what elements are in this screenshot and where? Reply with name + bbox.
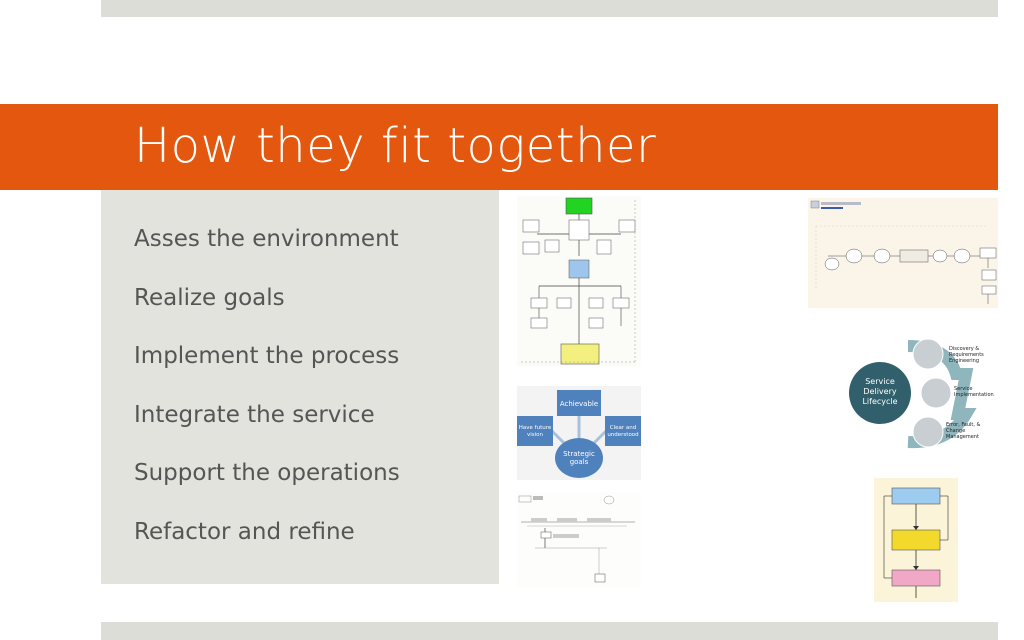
top-band (101, 0, 998, 17)
lifecycle-item-label: Change (946, 428, 965, 434)
title-bar (0, 104, 998, 190)
bottom-band (101, 622, 998, 640)
strategic-goals-label: goals (570, 458, 589, 466)
bullet-item: Realize goals (134, 285, 285, 311)
service-lifecycle-diagram: Service Delivery Lifecycle Discovery & R… (848, 334, 1004, 452)
lifecycle-item-label: Discovery & (949, 346, 979, 352)
goal-achievable-label: Achievable (560, 400, 598, 408)
lifecycle-center-label: Delivery (863, 387, 896, 396)
goal-clear-label: Clear and (610, 425, 636, 431)
lifecycle-item-label: Engineering (949, 358, 979, 364)
bullet-item: Support the operations (134, 460, 400, 486)
bullet-panel: Asses the environment Realize goals Impl… (101, 190, 499, 584)
slide-title: How they fit together (134, 118, 657, 174)
lifecycle-item-label: Error, Fault, & (946, 422, 981, 428)
strategic-goals-diagram: Achievable Have future vision Clear and … (517, 386, 641, 480)
lifecycle-item-label: Management (946, 434, 979, 440)
lifecycle-item-label: Requirements (949, 352, 984, 358)
flowchart-thumbnail (517, 196, 641, 366)
colored-flow-thumbnail (874, 478, 958, 602)
goal-clear-label: understood (607, 432, 638, 438)
goal-vision-label: vision (527, 432, 544, 438)
lifecycle-center-label: Service (865, 377, 895, 386)
lifecycle-center-label: Lifecycle (862, 397, 897, 406)
bullet-item: Integrate the service (134, 402, 375, 428)
bullet-item: Refactor and refine (134, 519, 355, 545)
bullet-item: Asses the environment (134, 226, 399, 252)
bullet-item: Implement the process (134, 343, 400, 369)
lifecycle-item-label: Implementation (954, 392, 994, 398)
lifecycle-item-label: Service (954, 386, 972, 392)
strategic-goals-label: Strategic (563, 450, 595, 458)
process-diagram-thumbnail (808, 198, 998, 308)
sequence-diagram-thumbnail (517, 492, 641, 588)
goal-vision-label: Have future (519, 425, 552, 431)
